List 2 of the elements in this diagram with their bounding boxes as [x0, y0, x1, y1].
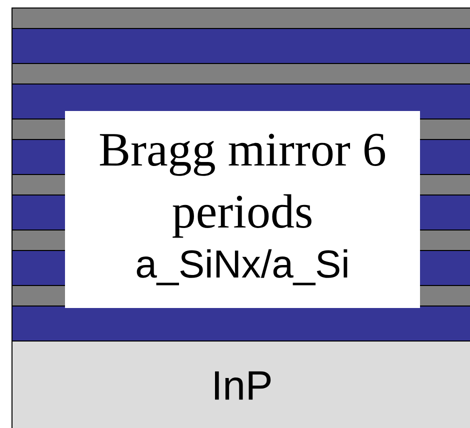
- label-box: Bragg mirror 6 periods a_SiNx/a_Si: [65, 111, 420, 308]
- substrate-layer: InP: [12, 340, 470, 428]
